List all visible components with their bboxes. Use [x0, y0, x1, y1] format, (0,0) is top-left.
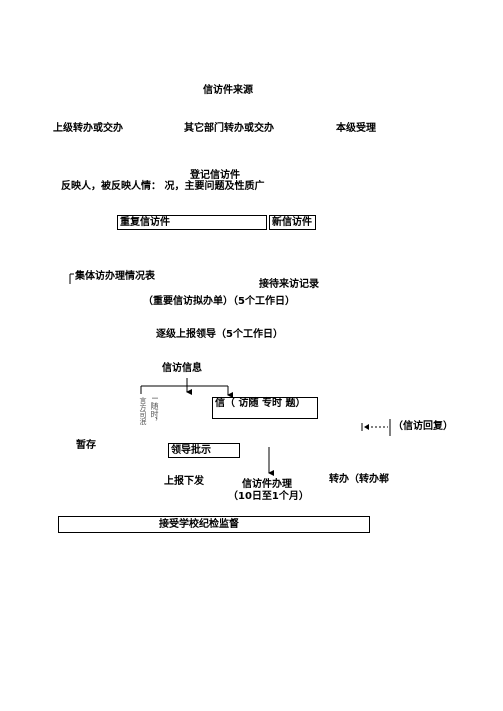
small-left-text: 言方司泯 [139, 397, 147, 425]
report-up-node: 逐级上报领导（5个工作日） [156, 329, 283, 340]
leader-box: 领导批示 [168, 443, 240, 458]
visit-box: 信（ 访随 专时 题） [212, 397, 318, 419]
source-node: 信访件来源 [203, 85, 253, 96]
report-down-node: 上报下发 [164, 476, 204, 487]
reception-node: 接待来访记录 [259, 279, 319, 290]
repeat-box: 重复信访件 [117, 215, 267, 230]
reply-node: （信访回复） [393, 421, 453, 432]
new-label: 新信访件 [272, 217, 312, 228]
reply-arrowhead [364, 424, 369, 430]
new-box: 新信访件 [269, 215, 316, 230]
info-node: 信访信息 [162, 363, 202, 374]
leader-label: 领导批示 [171, 445, 211, 456]
important-node: （重要信访拟办单）（5个工作日） [143, 296, 295, 307]
small-mid-text: l 随时， [150, 397, 159, 426]
transfer-node: 转办（转办郸 [329, 474, 389, 485]
collective-node: 集体访办理情况表 [75, 271, 155, 282]
register-node: 登记信访件 [190, 170, 240, 181]
supervise-box: 接受学校纪检监督 [58, 516, 370, 533]
other-dept-node: 其它部门转办或交办 [184, 123, 274, 134]
local-accept-node: 本级受理 [336, 123, 376, 134]
temp-node: 暂存 [76, 440, 96, 451]
reflect-node: 反映人，被反映人情： 况，主要问题及性质广 [61, 181, 265, 192]
handle-node: 信访件办理 [242, 479, 292, 490]
upper-transfer-node: 上级转办或交办 [53, 123, 123, 134]
handle-time-node: （10日至1个月） [228, 491, 309, 502]
visit-label: 信（ 访随 专时 题） [215, 398, 306, 409]
supervise-label: 接受学校纪检监督 [159, 519, 239, 530]
repeat-label: 重复信访件 [120, 217, 170, 228]
